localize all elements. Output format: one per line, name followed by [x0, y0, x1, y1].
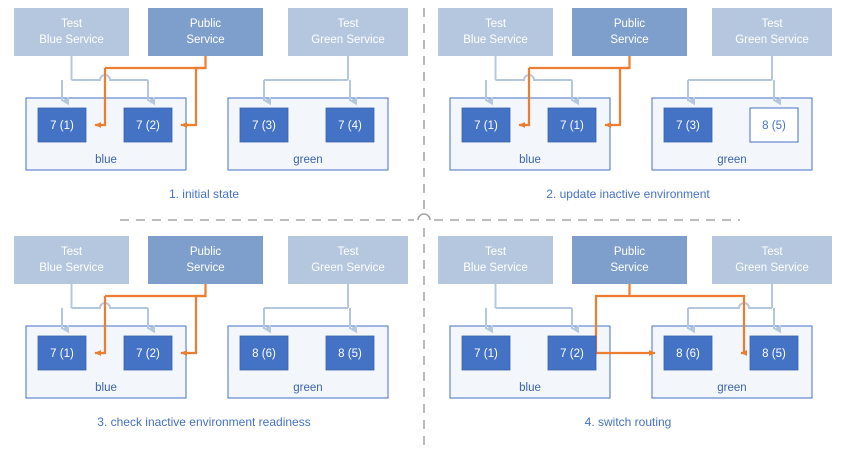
public-service-label-line1: Public [190, 18, 222, 30]
instance-label: 8 (5) [762, 348, 786, 360]
panel-caption: 2. update inactive environment [546, 187, 710, 201]
test-green-service-label-line1: Test [337, 18, 359, 30]
instance-box[interactable]: 8 (5) [749, 107, 799, 143]
test-green-service-connector [263, 284, 358, 334]
public-service-label-line2: Service [610, 262, 648, 274]
public-service-label-line2: Service [186, 262, 224, 274]
public-routing-path-green [594, 284, 747, 356]
blue-environment-label: blue [95, 382, 117, 394]
public-routing-path-blue [94, 284, 207, 356]
instance-box[interactable]: 7 (2) [123, 335, 173, 371]
blue-environment-label: blue [95, 154, 117, 166]
instance-box[interactable]: 7 (1) [461, 335, 511, 371]
test-green-service-label-line2: Green Service [735, 262, 809, 274]
test-blue-service-label-line1: Test [485, 246, 507, 258]
test-green-service-connector [263, 56, 358, 106]
test-green-service-label-line1: Test [761, 18, 783, 30]
blue-environment-label: blue [519, 382, 541, 394]
instance-box[interactable]: 8 (5) [749, 335, 799, 371]
green-environment-label: green [293, 382, 322, 394]
dividers-layer [120, 8, 740, 448]
instance-label: 7 (1) [50, 348, 74, 360]
test-green-service-connector [687, 56, 782, 106]
public-service-label-line2: Service [186, 34, 224, 46]
test-blue-service-label-line1: Test [485, 18, 507, 30]
instance-box[interactable]: 7 (1) [37, 107, 87, 143]
panel-caption: 1. initial state [169, 187, 239, 201]
test-green-service-label-line2: Green Service [735, 34, 809, 46]
public-service-label-line1: Public [614, 246, 646, 258]
instance-box[interactable]: 8 (6) [239, 335, 289, 371]
instance-label: 7 (1) [50, 120, 74, 132]
instance-label: 7 (1) [560, 120, 584, 132]
blue-environment-label: blue [519, 154, 541, 166]
instance-label: 7 (1) [474, 348, 498, 360]
instance-label: 8 (5) [762, 120, 786, 132]
green-environment-label: green [293, 154, 322, 166]
test-blue-service-label-line2: Blue Service [463, 262, 528, 274]
instance-box[interactable]: 7 (1) [461, 107, 511, 143]
instance-box[interactable]: 7 (3) [239, 107, 289, 143]
instance-box[interactable]: 7 (1) [37, 335, 87, 371]
test-blue-service-label-line1: Test [61, 18, 83, 30]
instance-label: 7 (2) [136, 348, 160, 360]
instance-box[interactable]: 8 (6) [663, 335, 713, 371]
public-service-label-line1: Public [190, 246, 222, 258]
public-routing-path-blue [94, 56, 207, 128]
instance-box[interactable]: 7 (2) [123, 107, 173, 143]
instance-label: 7 (1) [474, 120, 498, 132]
instance-label: 8 (5) [338, 348, 362, 360]
test-green-service-label-line2: Green Service [311, 34, 385, 46]
test-blue-service-label-line2: Blue Service [39, 262, 104, 274]
green-environment-label: green [717, 382, 746, 394]
instance-box[interactable]: 7 (2) [547, 335, 597, 371]
test-blue-service-label-line2: Blue Service [39, 34, 104, 46]
public-service-label-line1: Public [614, 18, 646, 30]
divider-crossover-hop [417, 213, 431, 221]
instance-label: 7 (4) [338, 120, 362, 132]
public-routing-path-blue [518, 56, 631, 128]
instance-label: 7 (3) [252, 120, 276, 132]
public-service-label-line2: Service [610, 34, 648, 46]
instance-box[interactable]: 8 (5) [325, 335, 375, 371]
instance-label: 7 (3) [676, 120, 700, 132]
instance-box[interactable]: 7 (1) [547, 107, 597, 143]
panel-caption: 3. check inactive environment readiness [97, 415, 310, 429]
instance-label: 8 (6) [252, 348, 276, 360]
test-blue-service-label-line1: Test [61, 246, 83, 258]
instance-box[interactable]: 7 (3) [663, 107, 713, 143]
instance-label: 7 (2) [560, 348, 584, 360]
test-blue-service-connector [485, 284, 580, 334]
panel-caption: 4. switch routing [585, 415, 672, 429]
instance-label: 7 (2) [136, 120, 160, 132]
instance-box[interactable]: 7 (4) [325, 107, 375, 143]
test-blue-service-label-line2: Blue Service [463, 34, 528, 46]
test-green-service-label-line1: Test [337, 246, 359, 258]
green-environment-label: green [717, 154, 746, 166]
test-green-service-label-line1: Test [761, 246, 783, 258]
instance-label: 8 (6) [676, 348, 700, 360]
test-green-service-label-line2: Green Service [311, 262, 385, 274]
